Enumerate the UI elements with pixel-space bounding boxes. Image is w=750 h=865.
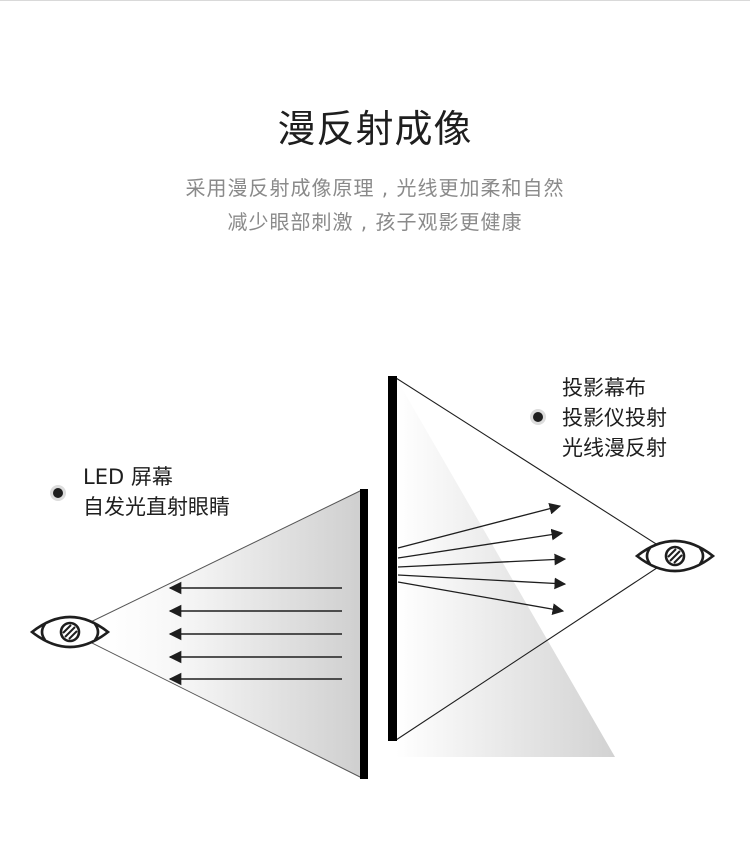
reflected-ray <box>397 528 564 559</box>
led-cone-edge-top <box>69 489 363 633</box>
eye-icon <box>634 539 716 573</box>
projector-screen-label: 投影幕布 投影仪投射 光线漫反射 <box>562 373 667 463</box>
projector-label-line-3: 光线漫反射 <box>562 436 667 460</box>
projector-cone-edge-bottom <box>395 555 676 741</box>
led-screen <box>360 489 368 779</box>
top-divider <box>0 0 750 1</box>
page-title: 漫反射成像 <box>277 107 473 151</box>
subtitle-line-1: 采用漫反射成像原理 , 光线更加柔和自然 <box>185 176 565 200</box>
led-screen-label: LED 屏幕 自发光直射眼睛 <box>83 462 230 522</box>
led-screen-group <box>29 489 368 779</box>
led-direct-rays <box>168 581 342 686</box>
reflected-ray <box>397 502 562 549</box>
projector-label-line-2: 投影仪投射 <box>562 406 667 430</box>
led-cone-edge-bottom <box>69 631 363 779</box>
led-label-line-1: LED 屏幕 <box>83 465 173 489</box>
projector-screen <box>388 376 397 741</box>
projector-label-line-1: 投影幕布 <box>562 376 646 400</box>
projector-light-wedge <box>396 378 615 757</box>
eye-icon <box>29 615 111 649</box>
reflected-ray <box>397 574 567 590</box>
projector-cone-edge-top <box>395 377 676 557</box>
reflected-ray <box>397 581 565 615</box>
bullet-dot-icon <box>533 412 543 422</box>
bullet-dot-icon <box>53 488 63 498</box>
subtitle-line-2: 减少眼部刺激 , 孩子观影更健康 <box>227 210 523 234</box>
reflected-ray <box>397 553 567 568</box>
led-label-line-2: 自发光直射眼睛 <box>83 495 230 519</box>
diffuse-reflected-rays <box>397 502 567 615</box>
projector-screen-group <box>388 376 716 757</box>
